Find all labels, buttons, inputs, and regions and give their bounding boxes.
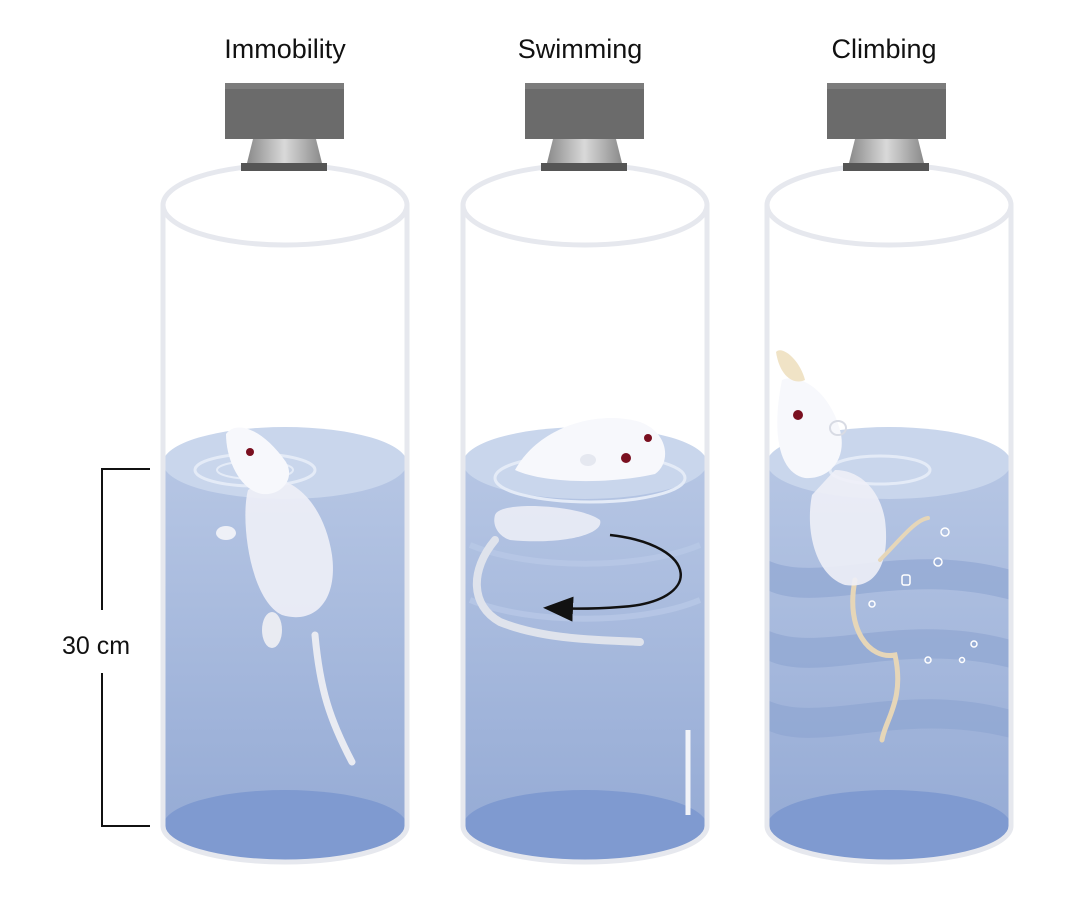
swirl-band bbox=[468, 542, 702, 567]
label-swimming: Swimming bbox=[518, 34, 643, 64]
camera-mount bbox=[843, 163, 929, 171]
camera-lens bbox=[547, 139, 622, 163]
camera-body bbox=[525, 83, 644, 139]
bubble bbox=[940, 527, 950, 537]
camera-body bbox=[225, 83, 344, 139]
scale-label: 30 cm bbox=[62, 632, 130, 660]
camera-body bbox=[827, 83, 946, 139]
rat-climbing bbox=[776, 350, 930, 743]
cylinder-immobility bbox=[160, 162, 410, 865]
cylinder-climbing bbox=[764, 162, 1014, 865]
camera-swimming bbox=[525, 83, 644, 171]
rat-eye bbox=[793, 410, 803, 420]
glass-base bbox=[460, 825, 710, 865]
glass-rim bbox=[460, 162, 710, 248]
rat-swimming bbox=[472, 418, 666, 646]
rotation-arrow bbox=[543, 533, 682, 622]
rat-eye bbox=[644, 434, 652, 442]
water-body bbox=[463, 463, 707, 862]
rat-immobile bbox=[216, 427, 356, 766]
bubble bbox=[924, 656, 932, 664]
wave-band bbox=[767, 629, 1011, 668]
scale-bracket-bottom bbox=[101, 673, 150, 827]
camera-climbing bbox=[827, 83, 946, 171]
rat-eye bbox=[246, 448, 254, 456]
glass-rim bbox=[764, 162, 1014, 248]
label-climbing: Climbing bbox=[831, 34, 936, 64]
glass-rim bbox=[160, 162, 410, 248]
bubble bbox=[901, 574, 911, 586]
swirl-band bbox=[468, 597, 702, 622]
cylinder-swimming bbox=[460, 162, 710, 865]
camera-mount bbox=[241, 163, 327, 171]
camera-lens bbox=[849, 139, 924, 163]
bubble bbox=[958, 656, 966, 664]
water-bottom bbox=[767, 790, 1011, 862]
glass-base bbox=[160, 825, 410, 865]
bubble bbox=[970, 640, 978, 648]
glass-base bbox=[764, 825, 1014, 865]
water-bottom bbox=[463, 790, 707, 862]
label-immobility: Immobility bbox=[224, 34, 346, 64]
water-body bbox=[163, 463, 407, 862]
bubble bbox=[868, 600, 876, 608]
rat-eye bbox=[621, 453, 631, 463]
scale-bracket-top bbox=[101, 468, 150, 610]
water-bottom bbox=[163, 790, 407, 862]
bubble bbox=[933, 557, 943, 567]
camera-mount bbox=[541, 163, 627, 171]
scale-bar: 30 cm bbox=[62, 468, 150, 827]
camera-lens bbox=[247, 139, 322, 163]
camera-immobility bbox=[225, 83, 344, 171]
